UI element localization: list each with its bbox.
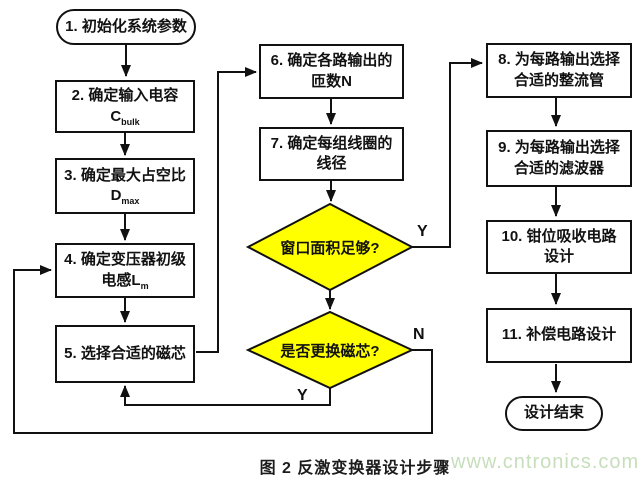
node-end: 设计结束 xyxy=(505,396,603,431)
step10-line1: 10. 钳位吸收电路 xyxy=(501,227,617,245)
step6-line2: 匝数N xyxy=(311,72,352,90)
step4-line2: 电感Lm xyxy=(101,271,149,291)
step10-line2: 设计 xyxy=(543,248,574,265)
node-step6: 6. 确定各路输出的 匝数N xyxy=(259,44,404,99)
node-step8: 8. 为每路输出选择 合适的整流管 xyxy=(486,43,632,98)
step2-line2: Cbulk xyxy=(110,107,140,127)
node-step5: 5. 选择合适的磁芯 xyxy=(55,325,195,383)
step3-line1: 3. 确定最大占空比 xyxy=(64,166,186,184)
node-start: 1. 初始化系统参数 xyxy=(56,9,196,45)
step8-line2: 合适的整流管 xyxy=(513,71,604,89)
step4-line1: 4. 确定变压器初级 xyxy=(64,251,186,269)
edge-decision1-yes-step8 xyxy=(412,58,483,248)
step8-line1: 8. 为每路输出选择 xyxy=(498,51,620,69)
decision1-yes-label: Y xyxy=(417,223,428,240)
start-label: 1. 初始化系统参数 xyxy=(65,17,187,35)
step5-label: 5. 选择合适的磁芯 xyxy=(64,344,186,362)
decision1-label: 窗口面积足够? xyxy=(280,239,380,257)
node-step3: 3. 确定最大占空比 Dmax xyxy=(55,158,195,214)
edge-decision2-yes-step5 xyxy=(120,385,331,406)
decision1-diamond xyxy=(245,202,415,292)
decision2-label: 是否更换磁芯? xyxy=(280,342,380,360)
step6-line1: 6. 确定各路输出的 xyxy=(270,52,393,70)
decision2-diamond xyxy=(245,310,415,390)
step3-line2: Dmax xyxy=(110,187,140,206)
step11-label: 11. 补偿电路设计 xyxy=(501,326,617,344)
node-step9: 9. 为每路输出选择 合适的滤波器 xyxy=(486,130,632,187)
decision2-yes-label: Y xyxy=(297,387,308,404)
node-step2: 2. 确定输入电容 Cbulk xyxy=(55,80,195,133)
node-step11: 11. 补偿电路设计 xyxy=(486,308,632,363)
step7-line1: 7. 确定每组线圈的 xyxy=(270,134,393,152)
figure-caption: 图 2 反激变换器设计步骤 xyxy=(259,460,451,477)
step9-line2: 合适的滤波器 xyxy=(513,159,604,177)
step7-line2: 线径 xyxy=(316,155,347,172)
step9-line1: 9. 为每路输出选择 xyxy=(498,139,620,157)
edge-step5-step6 xyxy=(196,67,257,353)
step2-line1: 2. 确定输入电容 xyxy=(71,87,179,105)
edge-decision2-no-step4 xyxy=(13,265,433,434)
decision2-no-label: N xyxy=(413,326,425,343)
node-step4: 4. 确定变压器初级 电感Lm xyxy=(55,243,195,298)
watermark-text: www.cntronics.com xyxy=(451,451,640,473)
node-step7: 7. 确定每组线圈的 线径 xyxy=(259,127,404,181)
node-step10: 10. 钳位吸收电路 设计 xyxy=(486,220,632,274)
end-label: 设计结束 xyxy=(523,404,584,422)
